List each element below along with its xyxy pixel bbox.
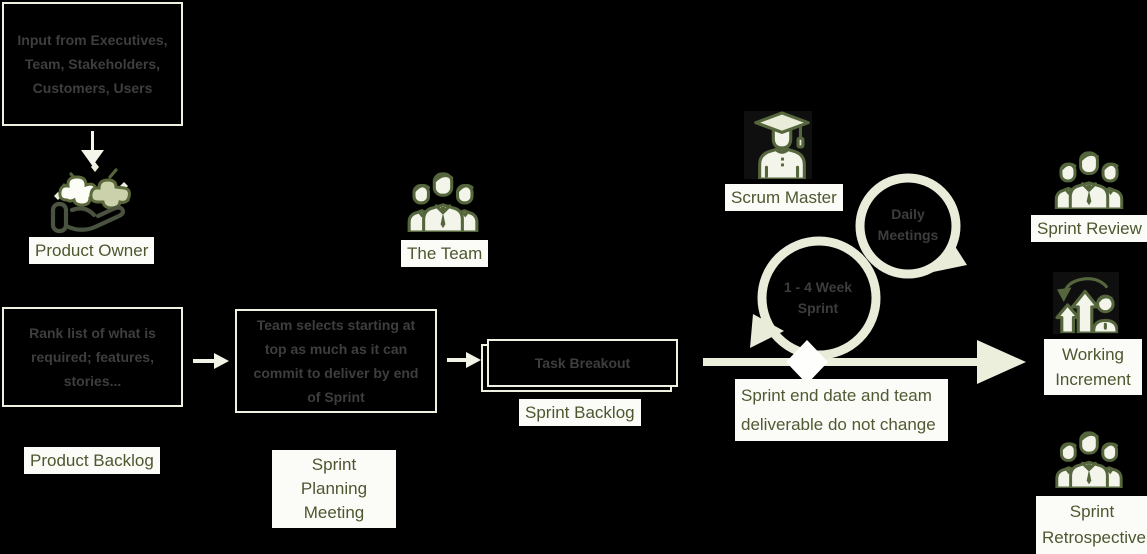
the-team-label: The Team [401, 240, 489, 267]
sprint-planning-box: Team selects starting at top as much as … [235, 309, 437, 413]
task-breakout-box: Task Breakout [487, 339, 678, 387]
working-increment-label: Working Increment [1044, 339, 1142, 395]
sprint-review-label: Sprint Review [1031, 215, 1147, 242]
sprint-planning-label: Sprint Planning Meeting [272, 450, 396, 528]
graduate-person-icon [753, 111, 811, 179]
sprint-planning-text: Team selects starting at top as much as … [253, 317, 419, 405]
hand-puzzle-icon [50, 162, 132, 234]
input-box: Input from Executives, Team, Stakeholder… [2, 2, 183, 126]
product-backlog-box: Rank list of what is required; features,… [2, 307, 183, 407]
sprint-diamond [786, 340, 828, 384]
sprint-review-people-icon [1053, 151, 1125, 209]
daily-meetings-label: Daily Meetings [877, 206, 939, 243]
product-owner-label: Product Owner [29, 237, 155, 264]
sprint-cycle-arrowhead [750, 314, 784, 348]
arrow-planning-to-backlog [447, 352, 481, 368]
sprint-flow-arrow [703, 340, 1026, 384]
product-backlog-text: Rank list of what is required; features,… [29, 325, 156, 389]
arrow-backlog-to-planning [193, 353, 229, 369]
sprint-backlog-label: Sprint Backlog [519, 399, 641, 426]
scrum-master-label: Scrum Master [725, 184, 843, 211]
growth-person-icon [1054, 273, 1118, 333]
task-breakout-text: Task Breakout [534, 355, 631, 371]
sprint-retrospective-people-icon [1054, 431, 1124, 488]
product-backlog-label: Product Backlog [24, 447, 160, 474]
down-arrow [81, 131, 104, 166]
sprint-retrospective-label: Sprint Retrospective [1036, 496, 1147, 554]
sprint-note-label: Sprint end date and team deliverable do … [735, 379, 948, 441]
sprint-cycle-label: 1 - 4 Week Sprint [783, 279, 853, 316]
input-box-text: Input from Executives, Team, Stakeholder… [17, 32, 168, 96]
team-people-icon [406, 172, 480, 232]
